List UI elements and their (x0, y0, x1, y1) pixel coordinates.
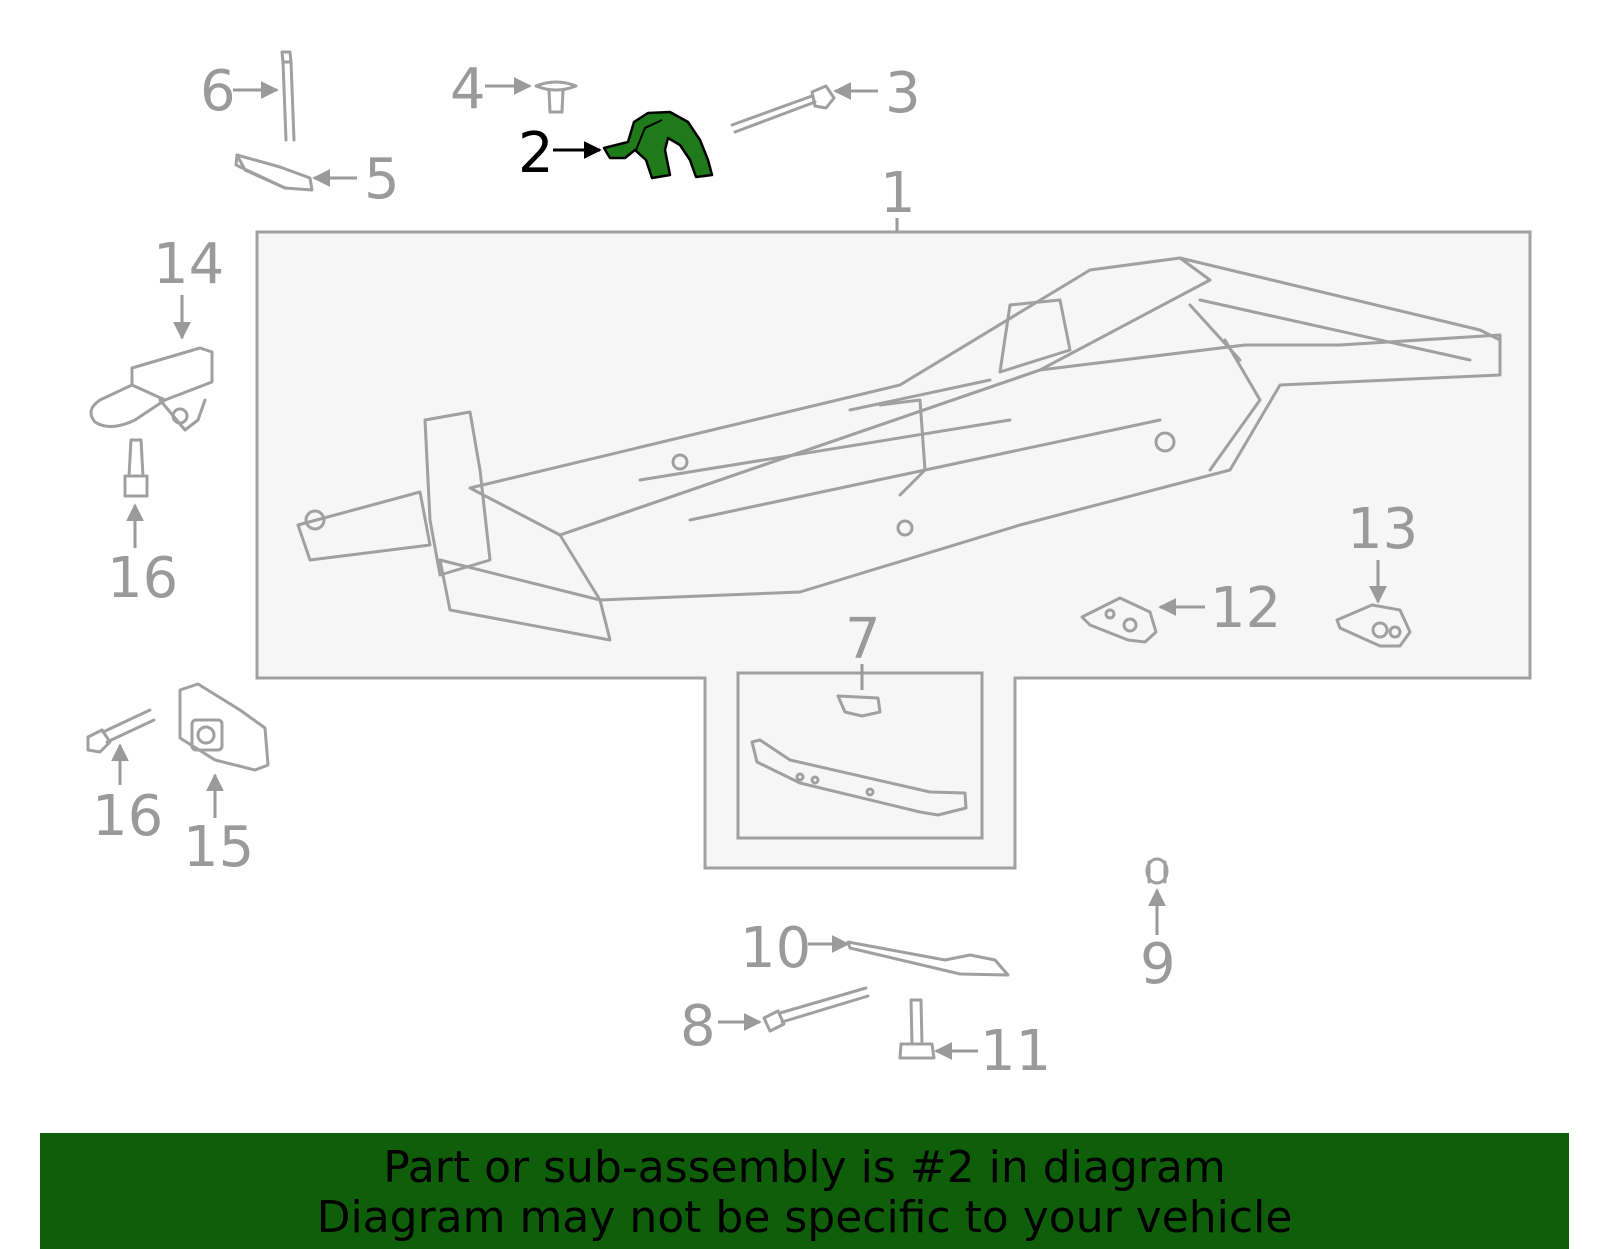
callout-10: 10 (740, 916, 811, 981)
bracket-part-13 (1335, 603, 1412, 648)
bolt-part-6 (280, 50, 296, 142)
callout-8: 8 (680, 994, 716, 1059)
frame-part-1 (296, 256, 1502, 642)
mount-part-15 (178, 682, 270, 772)
callout-5: 5 (364, 147, 400, 212)
callout-15: 15 (183, 815, 254, 880)
tow-hook-part-14 (89, 346, 214, 432)
callout-9: 9 (1140, 932, 1176, 997)
bolt-part-8 (762, 986, 870, 1033)
bolt-part-11 (898, 998, 936, 1060)
callout-3: 3 (885, 61, 921, 126)
bushing-part-9 (1145, 857, 1169, 885)
callout-16-upper: 16 (107, 546, 178, 611)
crossmember-subgroup-box (736, 671, 984, 840)
bolt-part-16-lower (86, 708, 156, 754)
frame-assembly-box (255, 230, 1532, 870)
bracket-part-5 (234, 153, 314, 192)
part-7-crossmember (750, 694, 968, 817)
clip-part-4 (534, 80, 578, 114)
bracket-part-10 (846, 940, 1010, 977)
callout-16-lower: 16 (92, 784, 163, 849)
part-2-highlighted (602, 110, 714, 180)
callout-12: 12 (1210, 576, 1281, 641)
callout-7: 7 (845, 607, 881, 672)
callout-2: 2 (518, 121, 554, 186)
callout-14: 14 (153, 232, 224, 297)
banner-line-1: Part or sub-assembly is #2 in diagram (383, 1142, 1226, 1193)
callout-11: 11 (980, 1019, 1051, 1084)
callout-1: 1 (880, 161, 916, 226)
callout-13: 13 (1347, 497, 1418, 562)
callout-6: 6 (200, 59, 236, 124)
info-banner: Part or sub-assembly is #2 in diagram Di… (40, 1133, 1569, 1249)
callout-4: 4 (450, 57, 486, 122)
bolt-part-3 (730, 84, 836, 134)
stud-part-16-upper (123, 438, 149, 498)
bracket-part-12 (1080, 596, 1158, 644)
banner-line-2: Diagram may not be specific to your vehi… (316, 1192, 1293, 1243)
